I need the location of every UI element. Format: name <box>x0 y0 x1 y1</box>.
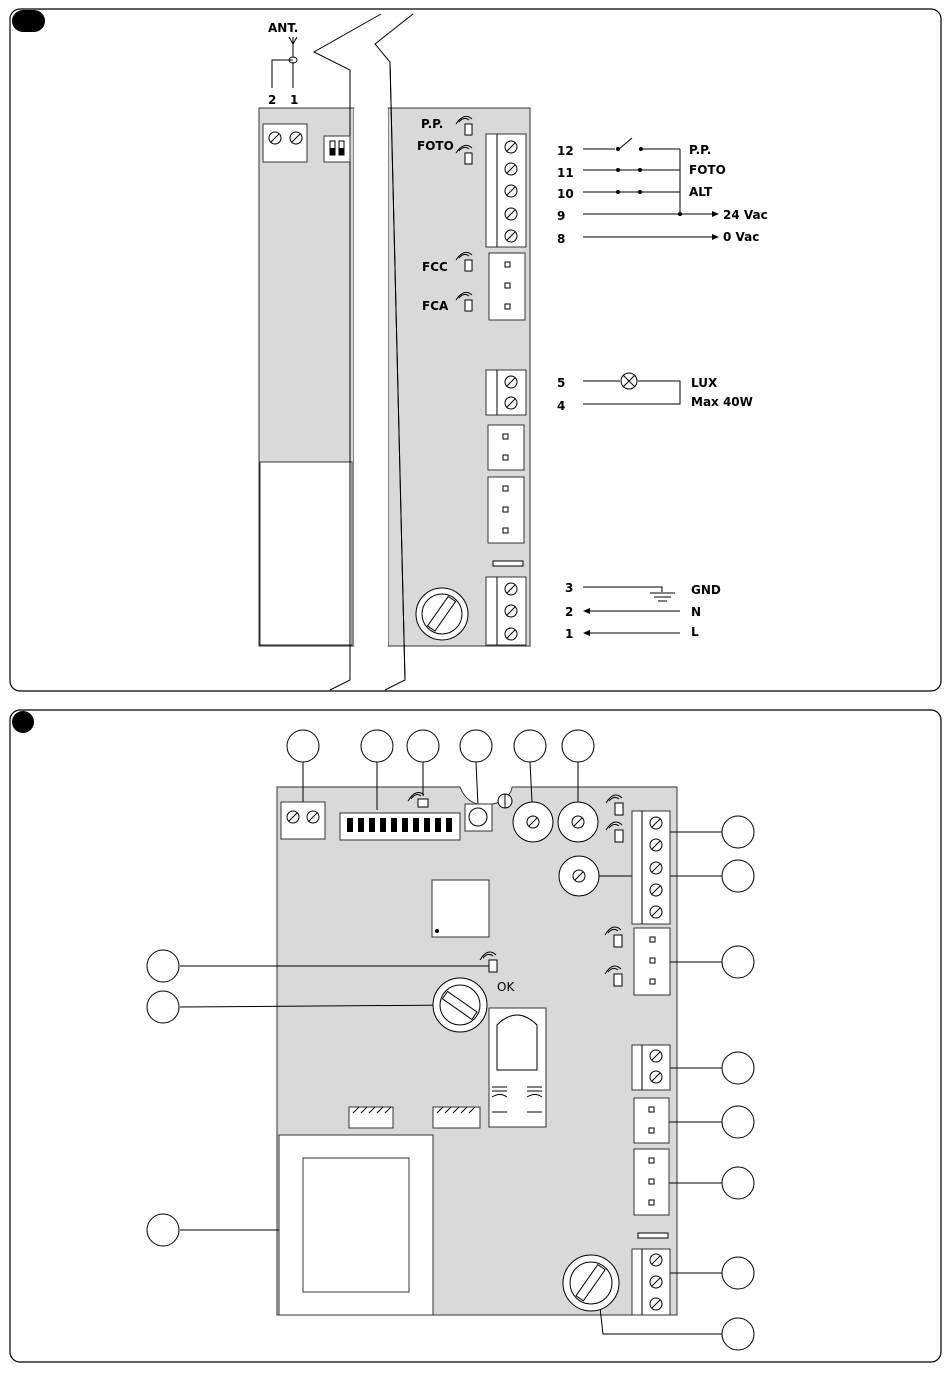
relay-block <box>489 1008 546 1127</box>
antenna-label: ANT. <box>268 21 298 35</box>
jumper-bar-b <box>638 1233 668 1238</box>
signal-label-foto: FOTO <box>689 163 726 177</box>
push-button <box>465 804 492 831</box>
terminal-11: 11 <box>557 166 574 180</box>
trimmer-small <box>498 794 512 808</box>
fuse-icon <box>416 588 468 640</box>
led-label-foto: FOTO <box>417 139 454 153</box>
signal-terminal-block-b <box>632 811 670 924</box>
antenna-terminal-block-b <box>281 802 325 839</box>
limit-switch-connector <box>489 253 525 320</box>
bottom-panel-badge <box>12 711 34 733</box>
signal-terminal-block <box>486 134 526 247</box>
led-label-fcc: FCC <box>422 260 448 274</box>
terminal-3: 3 <box>565 581 573 595</box>
limit-connector-b <box>634 928 670 995</box>
lamp-icon <box>621 373 637 389</box>
jumper-bar <box>493 561 523 566</box>
fuse-large <box>433 978 487 1032</box>
lamp-sublabel: Max 40W <box>691 395 753 409</box>
ok-label: OK <box>497 980 515 994</box>
trimmer-3 <box>559 856 599 896</box>
terminal-10: 10 <box>557 187 574 201</box>
dip-switch-array <box>340 813 460 840</box>
led-label-fca: FCA <box>422 299 449 313</box>
signal-label-0vac: 0 Vac <box>723 230 759 244</box>
lamp-label: LUX <box>691 376 718 390</box>
connector-2pin-b <box>634 1098 669 1143</box>
power-label-l: L <box>691 625 699 639</box>
terminal-4: 4 <box>557 399 565 413</box>
terminal-9: 9 <box>557 209 565 223</box>
power-label-gnd: GND <box>691 583 721 597</box>
power-terminal-block-b <box>632 1249 670 1315</box>
bottom-panel: OK <box>10 710 941 1362</box>
terminal-5: 5 <box>557 376 565 390</box>
top-panel: ANT. 2 1 P. <box>10 9 941 691</box>
power-terminal-block <box>486 577 526 645</box>
signal-label-alt: ALT <box>689 185 713 199</box>
terminal-1: 1 <box>565 627 573 641</box>
terminal-8: 8 <box>557 232 565 246</box>
connector-2pin <box>488 425 524 470</box>
microcontroller-chip <box>432 880 489 937</box>
power-label-n: N <box>691 605 701 619</box>
lamp-terminal-block <box>486 370 526 415</box>
terminal-2: 2 <box>565 605 573 619</box>
antenna-terminal-block <box>263 124 307 162</box>
trimmer-2 <box>558 802 598 842</box>
antenna-terminal-2: 2 <box>268 93 276 107</box>
signal-label-pp: P.P. <box>689 143 711 157</box>
fuse-bottom <box>563 1255 619 1311</box>
trimmer-1 <box>513 802 553 842</box>
dip-switch-small <box>324 136 350 162</box>
connector-3pin <box>488 477 524 543</box>
led-label-pp: P.P. <box>421 117 443 131</box>
lamp-terminal-block-b <box>632 1045 670 1090</box>
antenna-terminal-1: 1 <box>290 93 298 107</box>
transformer <box>279 1135 433 1315</box>
connector-3pin-b <box>634 1149 669 1215</box>
terminal-12: 12 <box>557 144 574 158</box>
signal-label-24vac: 24 Vac <box>723 208 768 222</box>
top-panel-badge <box>12 10 45 32</box>
